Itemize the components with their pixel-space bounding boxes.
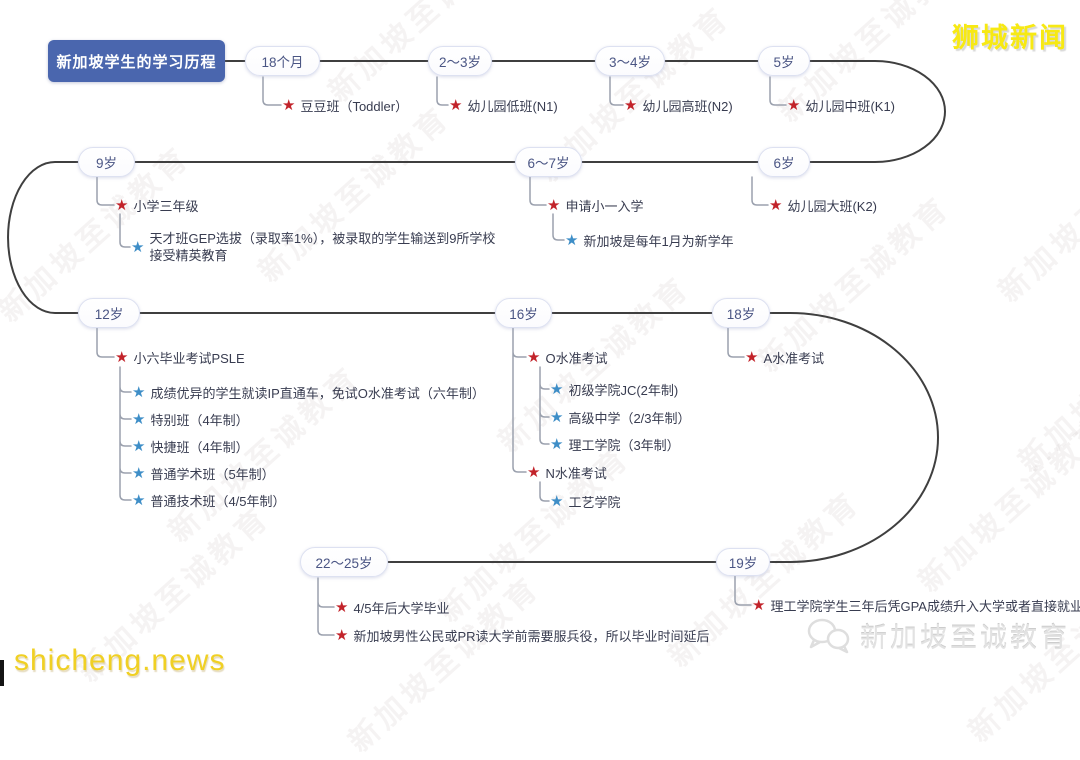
blue-star-icon: ★ bbox=[550, 380, 564, 398]
leaf-nursery2: ★ 幼儿园高班(N2) bbox=[624, 95, 733, 115]
red-star-icon: ★ bbox=[335, 598, 349, 616]
red-star-icon: ★ bbox=[527, 348, 541, 366]
leaf-label: 工艺学院 bbox=[568, 494, 621, 510]
leaf-junior-college: ★ 初级学院JC(2年制) bbox=[550, 379, 678, 399]
leaf-label: 豆豆班（Toddler） bbox=[300, 98, 409, 114]
age-node-22-25: 22～25岁 bbox=[300, 547, 388, 577]
age-node-16: 16岁 bbox=[495, 298, 552, 328]
leaf-millennia-institute: ★ 高级中学（2/3年制） bbox=[550, 407, 691, 427]
leaf-kindergarten2: ★ 幼儿园大班(K2) bbox=[769, 195, 877, 215]
leaf-gep-selection: ★ 天才班GEP选拔（录取率1%），被录取的学生输送到9所学校 接受精英教育 bbox=[131, 230, 547, 264]
red-star-icon: ★ bbox=[282, 96, 296, 114]
leaf-a-level: ★ A水准考试 bbox=[745, 347, 824, 367]
red-star-icon: ★ bbox=[449, 96, 463, 114]
leaf-label: 幼儿园中班(K1) bbox=[805, 98, 896, 114]
age-node-2-3: 2～3岁 bbox=[428, 46, 492, 76]
corner-tick bbox=[0, 660, 4, 686]
leaf-label: 普通技术班（4/5年制） bbox=[150, 493, 286, 509]
news-site-badge: 狮城新闻 bbox=[952, 23, 1068, 53]
red-star-icon: ★ bbox=[115, 196, 129, 214]
leaf-kindergarten1: ★ 幼儿园中班(K1) bbox=[787, 95, 895, 115]
main-path bbox=[7, 60, 946, 563]
leaf-primary1-apply: ★ 申请小一入学 bbox=[547, 195, 643, 215]
leaf-university-graduate: ★ 4/5年后大学毕业 bbox=[335, 597, 450, 617]
age-node-6-7: 6～7岁 bbox=[515, 147, 582, 177]
wechat-logo-icon bbox=[807, 618, 850, 653]
diagram-title: 新加坡学生的学习历程 bbox=[48, 40, 225, 82]
age-node-5: 5岁 bbox=[758, 46, 810, 76]
leaf-normal-academic: ★ 普通学术班（5年制） bbox=[132, 463, 275, 483]
leaf-polytechnic: ★ 理工学院（3年制） bbox=[550, 434, 680, 454]
leaf-label: 成绩优异的学生就读IP直通车，免试O水准考试（六年制） bbox=[150, 385, 485, 401]
leaf-nursery1: ★ 幼儿园低班(N1) bbox=[449, 95, 558, 115]
red-star-icon: ★ bbox=[115, 348, 129, 366]
leaf-special-stream: ★ 特别班（4年制） bbox=[132, 409, 249, 429]
age-node-18: 18岁 bbox=[712, 298, 770, 328]
red-star-icon: ★ bbox=[769, 196, 783, 214]
connector-lines bbox=[7, 60, 946, 636]
leaf-label: 初级学院JC(2年制) bbox=[568, 382, 679, 398]
blue-star-icon: ★ bbox=[550, 492, 564, 510]
blue-star-icon: ★ bbox=[131, 238, 145, 256]
red-star-icon: ★ bbox=[547, 196, 561, 214]
age-node-12: 12岁 bbox=[78, 298, 140, 328]
leaf-label: 新加坡男性公民或PR读大学前需要服兵役，所以毕业时间延后 bbox=[353, 628, 710, 644]
leaf-ip-track: ★ 成绩优异的学生就读IP直通车，免试O水准考试（六年制） bbox=[132, 382, 485, 402]
age-node-6: 6岁 bbox=[758, 147, 810, 177]
leaf-label: 小学三年级 bbox=[133, 198, 199, 214]
leaf-express-stream: ★ 快捷班（4年制） bbox=[132, 436, 249, 456]
branch-connectors bbox=[96, 76, 787, 636]
leaf-ite: ★ 工艺学院 bbox=[550, 491, 620, 511]
red-star-icon: ★ bbox=[624, 96, 638, 114]
publisher-logo: 新加坡至诚教育 bbox=[806, 616, 1070, 655]
red-star-icon: ★ bbox=[745, 348, 759, 366]
leaf-label: 4/5年后大学毕业 bbox=[353, 600, 450, 616]
leaf-primary3: ★ 小学三年级 bbox=[115, 195, 198, 215]
blue-star-icon: ★ bbox=[132, 464, 146, 482]
leaf-label: 幼儿园低班(N1) bbox=[467, 98, 558, 114]
leaf-label: 快捷班（4年制） bbox=[150, 439, 249, 455]
leaf-label: 理工学院（3年制） bbox=[568, 437, 680, 453]
leaf-poly-graduate: ★ 理工学院学生三年后凭GPA成绩升入大学或者直接就业 bbox=[752, 595, 1080, 615]
leaf-national-service: ★ 新加坡男性公民或PR读大学前需要服兵役，所以毕业时间延后 bbox=[335, 625, 710, 645]
leaf-label: 高级中学（2/3年制） bbox=[568, 410, 691, 426]
age-node-3-4: 3～4岁 bbox=[595, 46, 665, 76]
leaf-label: 申请小一入学 bbox=[565, 198, 644, 214]
age-node-19: 19岁 bbox=[716, 548, 770, 576]
blue-star-icon: ★ bbox=[565, 231, 579, 249]
leaf-new-school-year: ★ 新加坡是每年1月为新学年 bbox=[565, 230, 734, 250]
blue-star-icon: ★ bbox=[550, 408, 564, 426]
publisher-logo-text: 新加坡至诚教育 bbox=[860, 623, 1070, 653]
leaf-label: 新加坡是每年1月为新学年 bbox=[583, 233, 734, 249]
leaf-psle: ★ 小六毕业考试PSLE bbox=[115, 347, 245, 367]
leaf-label: O水准考试 bbox=[545, 350, 608, 366]
age-node-18months: 18个月 bbox=[245, 46, 320, 76]
leaf-label: 幼儿园高班(N2) bbox=[642, 98, 733, 114]
leaf-label: 幼儿园大班(K2) bbox=[787, 198, 878, 214]
leaf-label: A水准考试 bbox=[763, 350, 825, 366]
blue-star-icon: ★ bbox=[132, 410, 146, 428]
red-star-icon: ★ bbox=[787, 96, 801, 114]
leaf-label: 天才班GEP选拔（录取率1%），被录取的学生输送到9所学校 接受精英教育 bbox=[149, 231, 496, 263]
age-node-9: 9岁 bbox=[78, 147, 135, 177]
red-star-icon: ★ bbox=[527, 463, 541, 481]
red-star-icon: ★ bbox=[752, 596, 766, 614]
leaf-label: N水准考试 bbox=[545, 465, 607, 481]
site-url-watermark: shicheng.news bbox=[14, 644, 226, 677]
leaf-toddler-class: ★ 豆豆班（Toddler） bbox=[282, 95, 408, 115]
leaf-normal-technical: ★ 普通技术班（4/5年制） bbox=[132, 490, 286, 510]
red-star-icon: ★ bbox=[335, 626, 349, 644]
leaf-label: 特别班（4年制） bbox=[150, 412, 249, 428]
blue-star-icon: ★ bbox=[132, 383, 146, 401]
leaf-o-level: ★ O水准考试 bbox=[527, 347, 608, 367]
blue-star-icon: ★ bbox=[550, 435, 564, 453]
leaf-n-level: ★ N水准考试 bbox=[527, 462, 607, 482]
leaf-label: 普通学术班（5年制） bbox=[150, 466, 275, 482]
leaf-label: 小六毕业考试PSLE bbox=[133, 350, 245, 366]
leaf-label: 理工学院学生三年后凭GPA成绩升入大学或者直接就业 bbox=[770, 598, 1080, 614]
blue-star-icon: ★ bbox=[132, 437, 146, 455]
blue-star-icon: ★ bbox=[132, 491, 146, 509]
